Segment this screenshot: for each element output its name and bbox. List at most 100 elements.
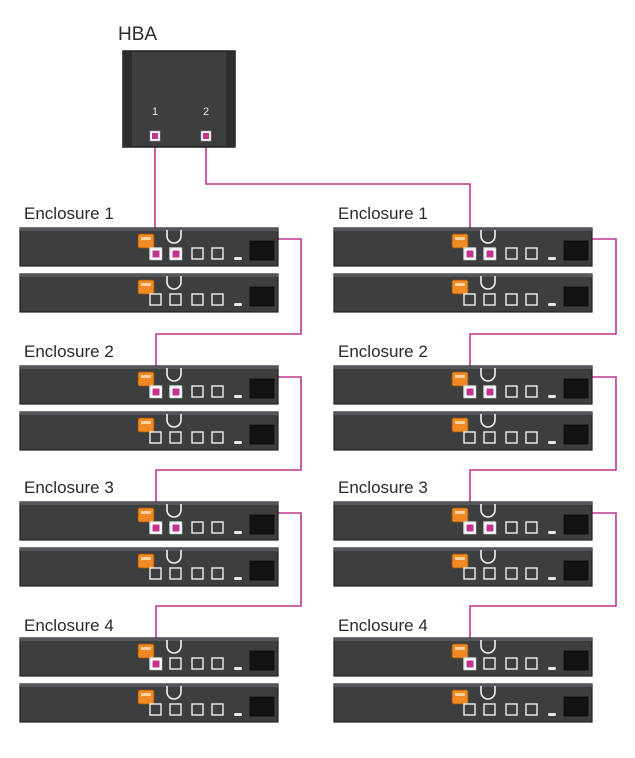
- hba-bracket-right: [226, 51, 235, 147]
- sas-port-2: [169, 431, 182, 444]
- latch-icon: [451, 371, 469, 387]
- status-led: [548, 257, 556, 260]
- handle-icon: [480, 276, 496, 290]
- sas-port-3: [191, 657, 204, 670]
- lower-module: [19, 683, 279, 723]
- status-led: [234, 395, 242, 398]
- status-led: [234, 257, 242, 260]
- display-panel: [249, 696, 275, 717]
- sas-port-1: [463, 567, 476, 580]
- sas-port-3: [191, 521, 204, 534]
- sas-port-4: [525, 431, 538, 444]
- latch-icon: [137, 279, 155, 295]
- latch-highlight: [455, 647, 465, 650]
- display-panel: [563, 378, 589, 399]
- sas-port-4: [525, 247, 538, 260]
- handle-icon: [166, 640, 182, 654]
- module-top-rail: [334, 412, 592, 415]
- in-port-connector: [466, 660, 474, 668]
- module-top-rail: [334, 548, 592, 551]
- handle-icon: [480, 686, 496, 700]
- latch-highlight: [455, 421, 465, 424]
- latch-highlight: [141, 375, 151, 378]
- sas-port-4: [211, 567, 224, 580]
- module-top-rail: [20, 412, 278, 415]
- handle-icon: [480, 504, 496, 518]
- cable-hba2-to-right-enc1: [205, 141, 471, 254]
- handle-icon: [480, 230, 496, 244]
- latch-highlight: [455, 283, 465, 286]
- enclosure-label-left-2: Enclosure 2: [24, 342, 114, 361]
- sas-port-3: [191, 247, 204, 260]
- latch-icon: [451, 507, 469, 523]
- sas-port-1: [149, 431, 162, 444]
- hba-body: [122, 50, 236, 148]
- latch-icon: [137, 417, 155, 433]
- sas-port-2: [169, 703, 182, 716]
- out-port-connector: [486, 388, 494, 396]
- display-panel: [563, 560, 589, 581]
- handle-icon: [166, 414, 182, 428]
- sas-port-2: [169, 657, 182, 670]
- latch-icon: [451, 689, 469, 705]
- module-top-rail: [20, 638, 278, 641]
- sas-port-3: [505, 657, 518, 670]
- hba-port-label-1: 1: [152, 106, 158, 118]
- latch-icon: [137, 553, 155, 569]
- out-port-connector: [486, 250, 494, 258]
- status-led: [234, 577, 242, 580]
- upper-module: [333, 501, 593, 541]
- latch-icon: [451, 417, 469, 433]
- module-top-rail: [334, 366, 592, 369]
- sas-port-4: [525, 521, 538, 534]
- status-led: [548, 303, 556, 306]
- latch-icon: [451, 553, 469, 569]
- handle-icon: [480, 550, 496, 564]
- sas-port-2: [483, 657, 496, 670]
- lower-module: [333, 273, 593, 313]
- sas-port-4: [211, 521, 224, 534]
- display-panel: [563, 286, 589, 307]
- sas-port-2: [483, 567, 496, 580]
- hba-bracket-left: [123, 51, 132, 147]
- sas-port-4: [211, 431, 224, 444]
- enclosure-label-right-4: Enclosure 4: [338, 616, 428, 635]
- upper-module: [19, 365, 279, 405]
- module-top-rail: [334, 228, 592, 231]
- in-port-connector: [152, 660, 160, 668]
- sas-port-4: [211, 657, 224, 670]
- latch-highlight: [141, 283, 151, 286]
- sas-port-4: [525, 567, 538, 580]
- sas-port-4: [211, 385, 224, 398]
- enclosure-right-2: [333, 365, 593, 451]
- upper-module: [19, 637, 279, 677]
- enclosure-left-2: [19, 365, 279, 451]
- sas-port-1: [463, 703, 476, 716]
- module-top-rail: [20, 228, 278, 231]
- upper-module: [19, 501, 279, 541]
- sas-port-3: [191, 385, 204, 398]
- latch-icon: [137, 233, 155, 249]
- in-port-connector: [152, 524, 160, 532]
- sas-port-3: [505, 247, 518, 260]
- out-port-connector: [172, 524, 180, 532]
- latch-highlight: [141, 421, 151, 424]
- latch-highlight: [141, 511, 151, 514]
- sas-port-3: [191, 431, 204, 444]
- latch-icon: [451, 643, 469, 659]
- status-led: [548, 395, 556, 398]
- hba-port-label-2: 2: [203, 106, 209, 118]
- sas-port-3: [191, 293, 204, 306]
- lower-module: [19, 273, 279, 313]
- module-top-rail: [334, 684, 592, 687]
- latch-icon: [137, 689, 155, 705]
- in-port-connector: [466, 250, 474, 258]
- enclosure-right-4: [333, 637, 593, 723]
- latch-icon: [137, 507, 155, 523]
- latch-highlight: [455, 557, 465, 560]
- status-led: [548, 577, 556, 580]
- enclosure-label-left-3: Enclosure 3: [24, 478, 114, 497]
- lower-module: [333, 547, 593, 587]
- out-port-connector: [172, 250, 180, 258]
